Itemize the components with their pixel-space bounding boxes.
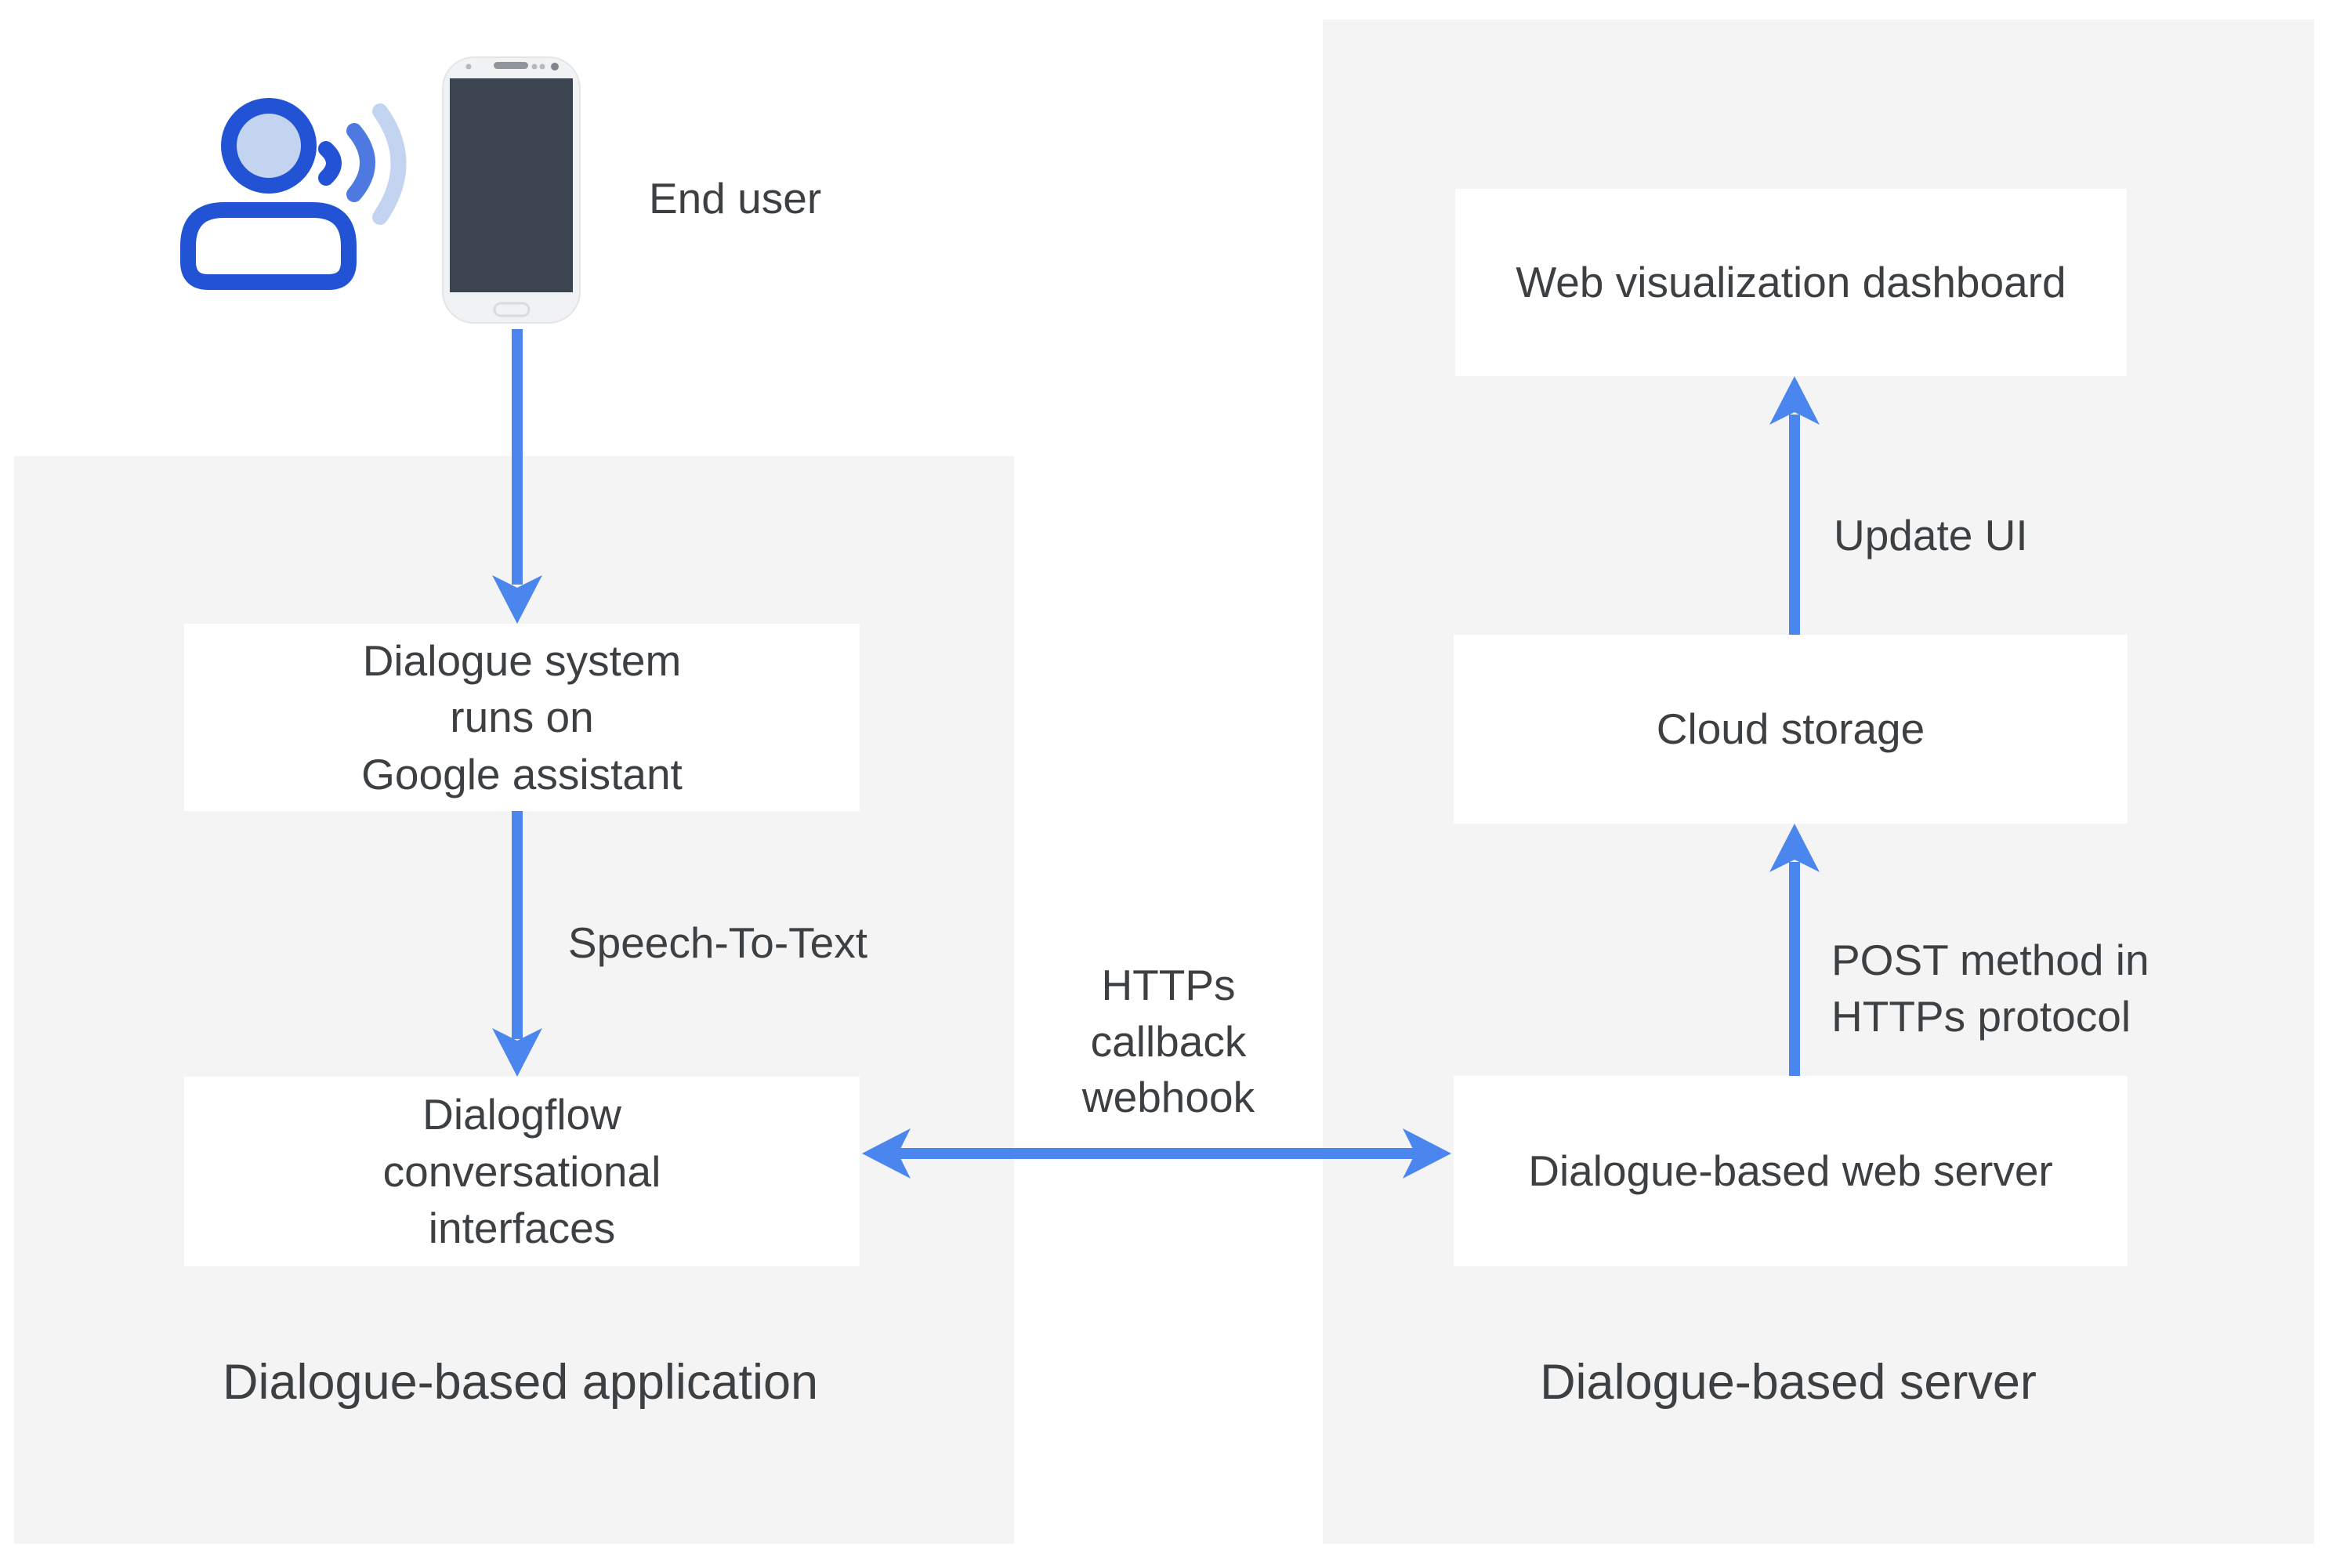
node-cloud-storage: Cloud storage [1454, 635, 2128, 824]
update-ui-label: Update UI [1834, 511, 2028, 559]
sound-waves-icon [318, 103, 407, 225]
server-panel-caption: Dialogue-based server [1540, 1355, 2037, 1410]
node-dialogue-system: Dialogue system runs on Google assistant [184, 624, 860, 811]
node-dialogflow: Dialogflow conversational interfaces [184, 1077, 860, 1266]
node-web-visualization-dashboard: Web visualization dashboard [1455, 189, 2127, 376]
smartphone-icon [442, 56, 581, 324]
speech-to-text-label: Speech-To-Text [567, 918, 868, 967]
person-speaking-icon [180, 98, 407, 290]
https-callback-webhook-label: HTTPs callback webhook [1081, 961, 1255, 1121]
node-dialogue-based-web-server: Dialogue-based web server [1454, 1076, 2128, 1266]
application-panel-caption: Dialogue-based application [222, 1355, 819, 1410]
end-user-label: End user [649, 174, 822, 223]
post-method-label: POST method in HTTPs protocol [1831, 936, 2149, 1041]
